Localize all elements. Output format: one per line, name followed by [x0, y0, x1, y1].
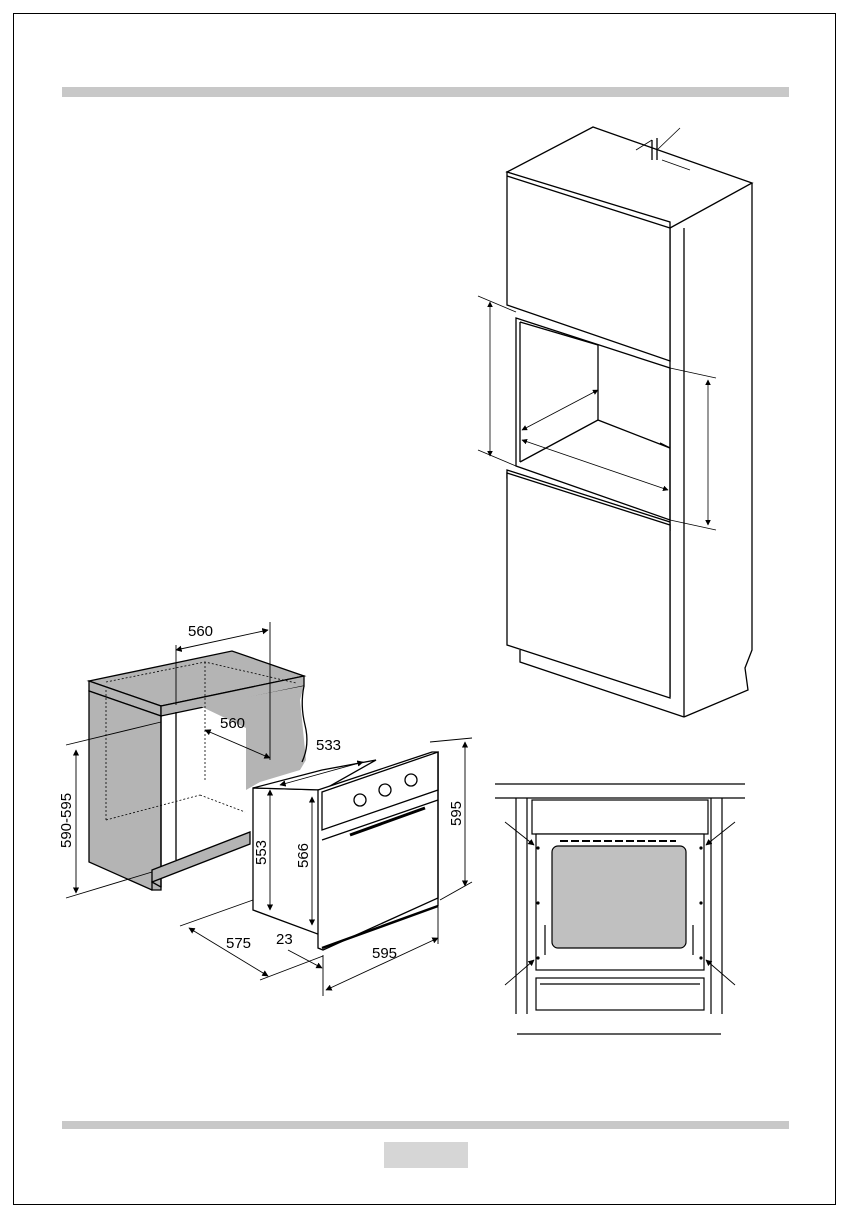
- dim-oven-depth-top: 533: [316, 737, 341, 754]
- dim-oven-width: 595: [372, 945, 397, 962]
- dim-panel-thickness: 23: [276, 931, 293, 948]
- dim-niche-height: 590-595: [58, 793, 75, 848]
- front-view-drawing: [495, 784, 745, 1034]
- dim-oven-depth: 575: [226, 935, 251, 952]
- dim-oven-body-height-1: 553: [253, 840, 270, 865]
- dim-niche-width-inner: 560: [220, 715, 245, 732]
- tall-cabinet-drawing: [507, 127, 752, 717]
- dim-niche-width-top: 560: [188, 623, 213, 640]
- oven-drawing: [253, 752, 438, 950]
- dim-oven-height-total: 595: [448, 801, 465, 826]
- dim-oven-body-height-2: 566: [295, 843, 312, 868]
